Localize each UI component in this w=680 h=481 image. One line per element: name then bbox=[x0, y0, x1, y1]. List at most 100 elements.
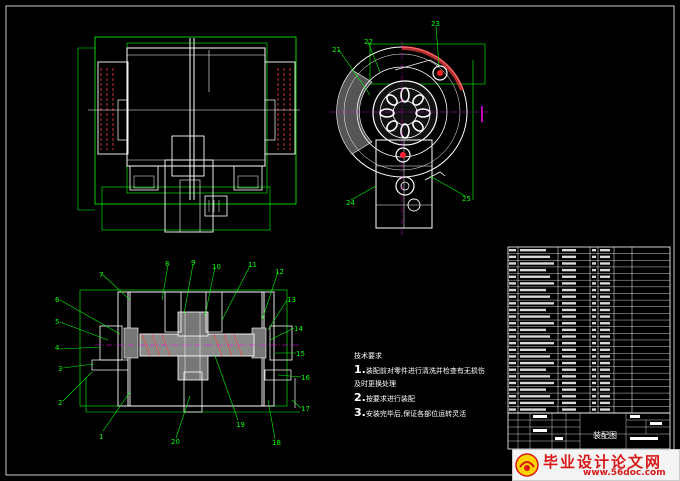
parts-list-cell-mark bbox=[509, 395, 516, 398]
balloon-labels: 1 2 3 4 5 6 7 8 9 10 11 12 13 14 15 16 1… bbox=[55, 20, 471, 447]
balloon-25: 25 bbox=[462, 195, 471, 203]
parts-list-cell-mark bbox=[509, 268, 516, 272]
parts-list-cell-mark bbox=[520, 401, 554, 405]
parts-list-cell-mark bbox=[520, 268, 546, 272]
sheet-border bbox=[5, 5, 675, 476]
parts-list-cell-mark bbox=[509, 368, 516, 371]
parts-list-cell-mark bbox=[520, 348, 546, 351]
balloon-21: 21 bbox=[332, 46, 341, 54]
balloon-11: 11 bbox=[248, 261, 257, 269]
parts-list-cell-mark bbox=[509, 288, 516, 292]
parts-list-cell-mark bbox=[592, 255, 596, 259]
parts-list-cell-mark bbox=[562, 395, 576, 398]
parts-list-cell-mark bbox=[600, 282, 610, 285]
parts-list-cell-mark bbox=[600, 328, 610, 332]
parts-list-cell-mark bbox=[562, 302, 576, 305]
parts-list-cell-mark bbox=[592, 288, 596, 292]
balloon-5: 5 bbox=[55, 318, 59, 326]
balloon-19: 19 bbox=[236, 421, 245, 429]
section-view bbox=[79, 289, 300, 413]
parts-list-cell-mark bbox=[520, 282, 554, 285]
parts-list-cell-mark bbox=[509, 335, 516, 338]
parts-list-cell-mark bbox=[600, 288, 610, 292]
parts-list-cell-mark bbox=[600, 381, 610, 385]
parts-list-cell-mark bbox=[562, 295, 576, 298]
parts-list-cell-mark bbox=[592, 302, 596, 305]
parts-list-cell-mark bbox=[520, 302, 554, 305]
parts-list-cell-mark bbox=[509, 282, 516, 285]
parts-list-cell-mark bbox=[562, 408, 576, 411]
notes-heading: 技术要求 bbox=[354, 352, 382, 360]
parts-list-cell-mark bbox=[520, 335, 550, 338]
balloon-16: 16 bbox=[301, 374, 310, 382]
balloon-1: 1 bbox=[99, 433, 103, 441]
balloon-20: 20 bbox=[171, 438, 180, 446]
parts-list-cell-mark bbox=[600, 368, 610, 371]
parts-list-cell-mark bbox=[562, 328, 576, 332]
parts-list bbox=[507, 246, 671, 414]
parts-list-cell-mark bbox=[592, 249, 596, 252]
notes-item-1: 1.装配前对零件进行清洗并检查有无损伤 bbox=[354, 363, 485, 376]
leader-lines bbox=[59, 25, 466, 440]
parts-list-cell-mark bbox=[600, 355, 610, 358]
parts-list-cell-mark bbox=[592, 295, 596, 298]
parts-list-cell-mark bbox=[520, 288, 546, 292]
parts-list-cell-mark bbox=[562, 282, 576, 285]
side-view bbox=[330, 42, 488, 236]
parts-list-cell-mark bbox=[600, 341, 610, 345]
parts-list-cell-mark bbox=[509, 295, 516, 298]
balloon-6: 6 bbox=[55, 296, 60, 304]
notes-item-1-cont: 及时更换处理 bbox=[354, 380, 396, 388]
balloon-8: 8 bbox=[165, 260, 169, 268]
parts-list-cell-mark bbox=[592, 308, 596, 312]
parts-list-cell-mark bbox=[562, 368, 576, 371]
parts-list-cell-mark bbox=[592, 368, 596, 371]
parts-list-cell-mark bbox=[520, 322, 554, 325]
parts-list-cell-mark bbox=[600, 315, 610, 318]
balloon-23: 23 bbox=[431, 20, 440, 28]
parts-list-cell-mark bbox=[562, 249, 576, 252]
parts-list-cell-mark bbox=[509, 308, 516, 312]
parts-list-cell-mark bbox=[592, 381, 596, 385]
parts-list-cell-mark bbox=[562, 375, 576, 378]
title-block bbox=[507, 412, 671, 450]
parts-list-cell-mark bbox=[592, 388, 596, 391]
title-block-name: 装配图 bbox=[593, 431, 617, 440]
parts-list-cell-mark bbox=[520, 355, 550, 358]
parts-list-cell-mark bbox=[600, 375, 610, 378]
parts-list-cell-mark bbox=[592, 341, 596, 345]
parts-list-cell-mark bbox=[520, 255, 550, 259]
parts-list-cell-mark bbox=[562, 275, 576, 278]
watermark-banner: 毕业设计论文网 www.56doc.com bbox=[512, 449, 680, 481]
balloon-12: 12 bbox=[275, 268, 284, 276]
parts-list-cell-mark bbox=[600, 295, 610, 298]
balloon-10: 10 bbox=[212, 263, 221, 271]
parts-list-cell-mark bbox=[509, 328, 516, 332]
parts-list-cell-mark bbox=[509, 255, 516, 259]
parts-list-cell-mark bbox=[520, 308, 546, 312]
parts-list-cell-mark bbox=[520, 381, 554, 385]
parts-list-cell-mark bbox=[562, 315, 576, 318]
parts-list-cell-mark bbox=[600, 335, 610, 338]
balloon-15: 15 bbox=[296, 350, 305, 358]
parts-list-cell-mark bbox=[562, 355, 576, 358]
parts-list-cell-mark bbox=[600, 348, 610, 351]
watermark-url: www.56doc.com bbox=[583, 468, 666, 478]
parts-list-cell-mark bbox=[600, 408, 610, 411]
parts-list-cell-mark bbox=[520, 408, 546, 411]
watermark-title: 毕业设计论文网 bbox=[543, 453, 663, 471]
parts-list-cell-mark bbox=[592, 275, 596, 278]
balloon-4: 4 bbox=[55, 344, 60, 352]
parts-list-cell-mark bbox=[509, 408, 516, 411]
watermark-logo-icon bbox=[515, 453, 539, 477]
notes-item-3: 3.安装完毕后,保证各部位运转灵活 bbox=[354, 406, 467, 419]
parts-list-cell-mark bbox=[509, 341, 516, 345]
parts-list-cell-mark bbox=[562, 268, 576, 272]
parts-list-cell-mark bbox=[592, 395, 596, 398]
parts-list-cell-mark bbox=[600, 255, 610, 259]
parts-list-cell-mark bbox=[562, 255, 576, 259]
parts-list-cell-mark bbox=[509, 355, 516, 358]
parts-list-cell-mark bbox=[509, 388, 516, 391]
parts-list-cell-mark bbox=[520, 395, 550, 398]
